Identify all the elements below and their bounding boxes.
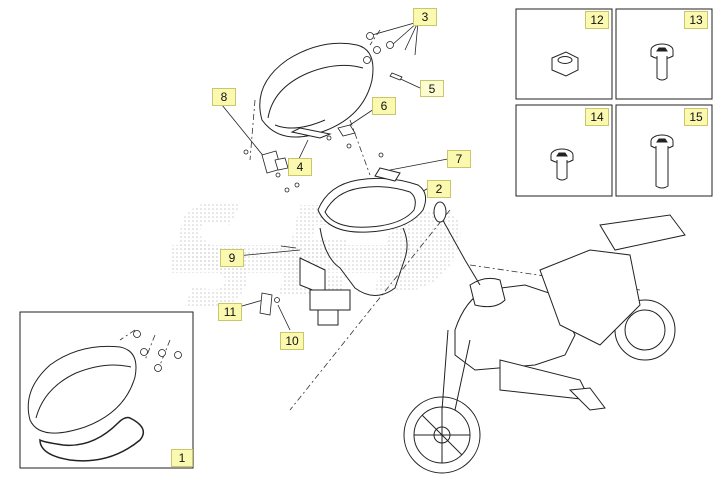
bolt-icon <box>650 134 674 189</box>
seat-icon <box>27 345 137 434</box>
nut-icon <box>551 51 579 77</box>
callout-2: 2 <box>427 180 451 198</box>
callout-1: 1 <box>171 449 193 467</box>
callout-9: 9 <box>220 249 244 267</box>
bolt-icon <box>550 148 574 181</box>
nut-icon <box>133 330 182 372</box>
inset-panel <box>19 311 194 469</box>
callout-4: 4 <box>288 158 312 176</box>
hinge-icon <box>261 150 289 174</box>
nut-icon <box>243 32 394 193</box>
callout-6: 6 <box>372 97 396 115</box>
callout-12: 12 <box>585 11 609 29</box>
callout-5: 5 <box>420 80 444 97</box>
gasket-icon <box>39 416 145 462</box>
latch-icon <box>337 72 403 137</box>
callout-14: 14 <box>585 108 609 126</box>
callout-10: 10 <box>280 332 304 350</box>
seat-icon <box>259 42 374 139</box>
callout-11: 11 <box>218 303 242 321</box>
bolt-icon <box>650 43 674 81</box>
callout-13: 13 <box>684 11 708 29</box>
callout-15: 15 <box>684 108 708 126</box>
callout-8: 8 <box>212 88 236 106</box>
callout-3: 3 <box>413 8 437 26</box>
storage-bin-icon <box>299 167 427 326</box>
bolt-icon <box>259 245 297 316</box>
callout-7: 7 <box>447 150 471 168</box>
scooter-icon <box>403 201 686 474</box>
